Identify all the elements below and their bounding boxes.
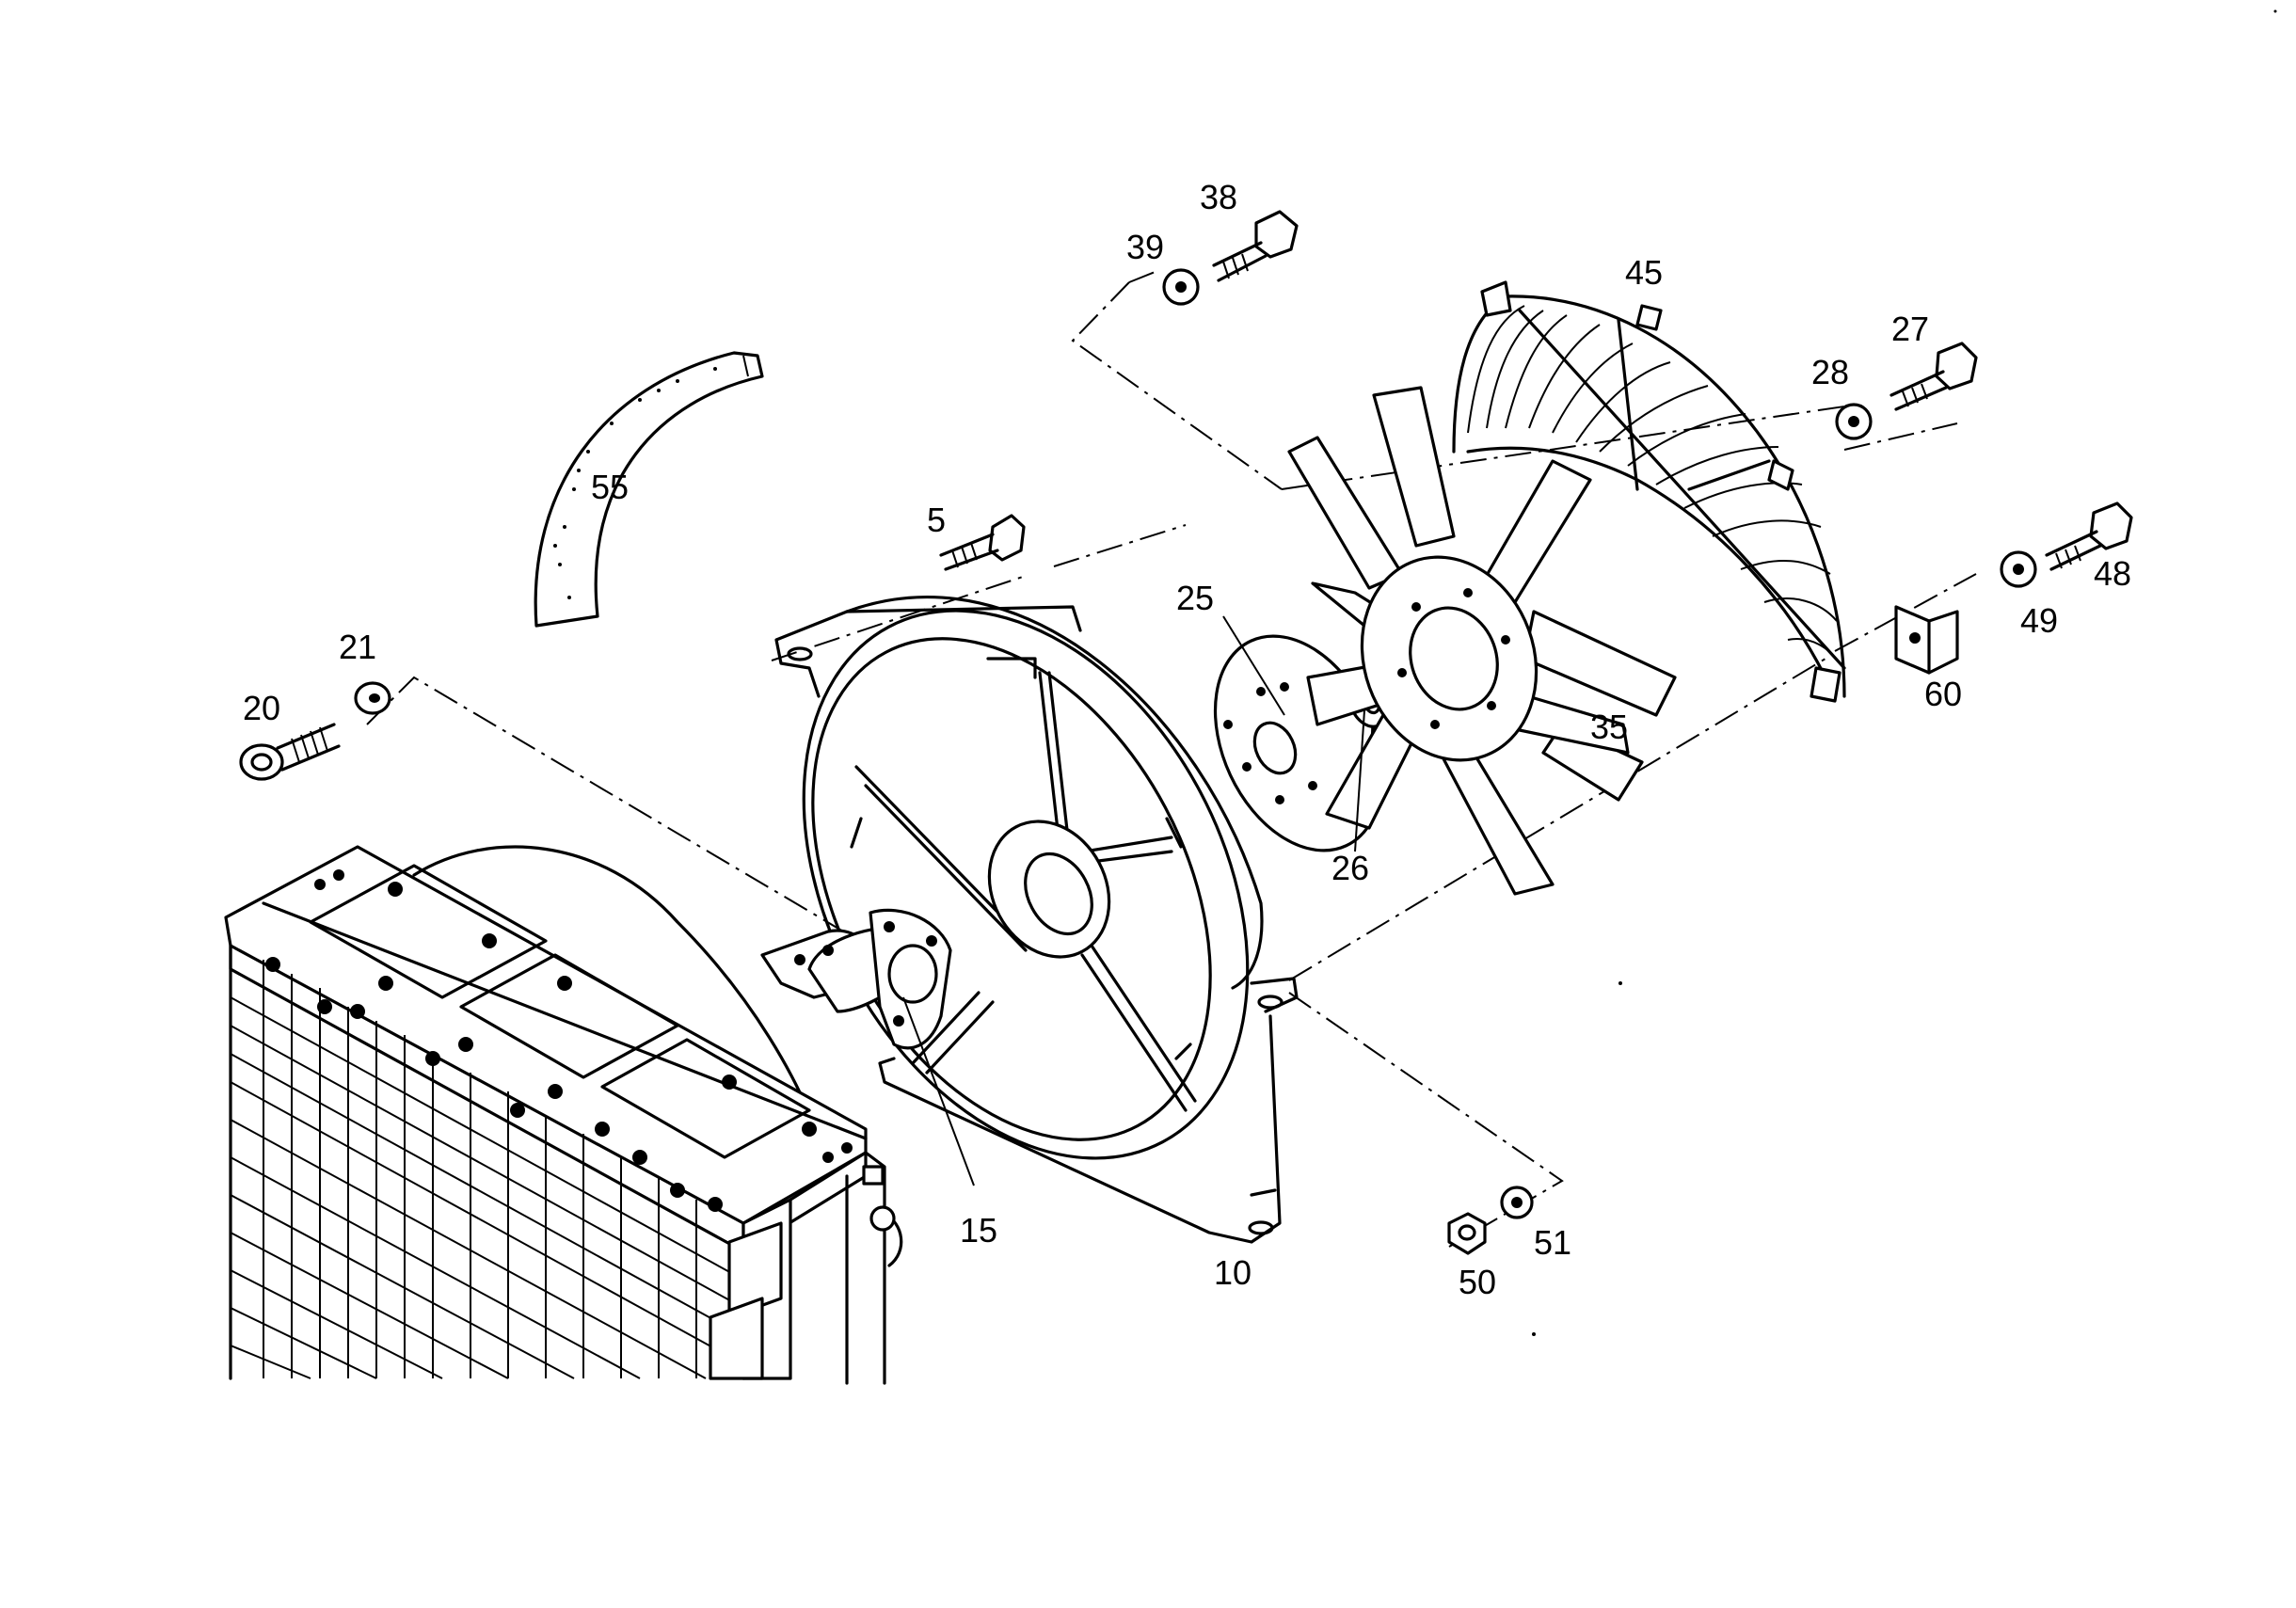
assembly-lines (366, 270, 1977, 1248)
callout-26: 26 (1331, 849, 1369, 887)
washer-49 (2000, 550, 2037, 588)
callout-5: 5 (927, 501, 946, 539)
callout-28: 28 (1811, 353, 1849, 391)
washer-39 (1162, 268, 1200, 306)
washer-21 (354, 681, 391, 715)
nut-50 (1447, 1212, 1487, 1255)
fan-shroud (774, 596, 1299, 1244)
callout-45: 45 (1625, 253, 1663, 292)
callout-49: 49 (2020, 601, 2058, 640)
callout-60: 60 (1924, 675, 1962, 713)
fan-blades (1287, 386, 1677, 896)
callout-51: 51 (1534, 1223, 1571, 1262)
bolt-38 (1212, 210, 1299, 282)
bolt-5 (939, 514, 1026, 571)
callout-15: 15 (960, 1211, 997, 1250)
washer-28 (1835, 403, 1873, 440)
callout-21: 21 (339, 628, 376, 666)
washer-51 (1500, 1186, 1534, 1219)
bracket-60 (1894, 605, 1959, 675)
callout-35: 35 (1590, 708, 1628, 746)
callout-10: 10 (1214, 1253, 1252, 1292)
callout-50: 50 (1459, 1263, 1496, 1301)
leader-lines (902, 615, 1365, 1186)
radiator (224, 845, 903, 1385)
callout-38: 38 (1200, 178, 1237, 216)
callout-27: 27 (1891, 310, 1929, 348)
bolt-27 (1889, 342, 1978, 411)
bolt-48 (2045, 502, 2133, 571)
callout-48: 48 (2094, 554, 2131, 593)
radiator-core (229, 944, 745, 1380)
callout-20: 20 (243, 689, 280, 727)
callout-55: 55 (591, 468, 629, 506)
fan-guard (1452, 280, 1846, 703)
callout-25: 25 (1176, 579, 1214, 617)
fan-bracket (760, 908, 952, 1050)
rubber-seal (534, 351, 764, 628)
callout-39: 39 (1126, 228, 1164, 266)
callout-labels: 5 10 15 20 21 25 26 27 28 35 38 39 45 48… (243, 178, 2131, 1301)
bolt-20 (239, 723, 341, 781)
radiator-bolts (265, 869, 853, 1212)
